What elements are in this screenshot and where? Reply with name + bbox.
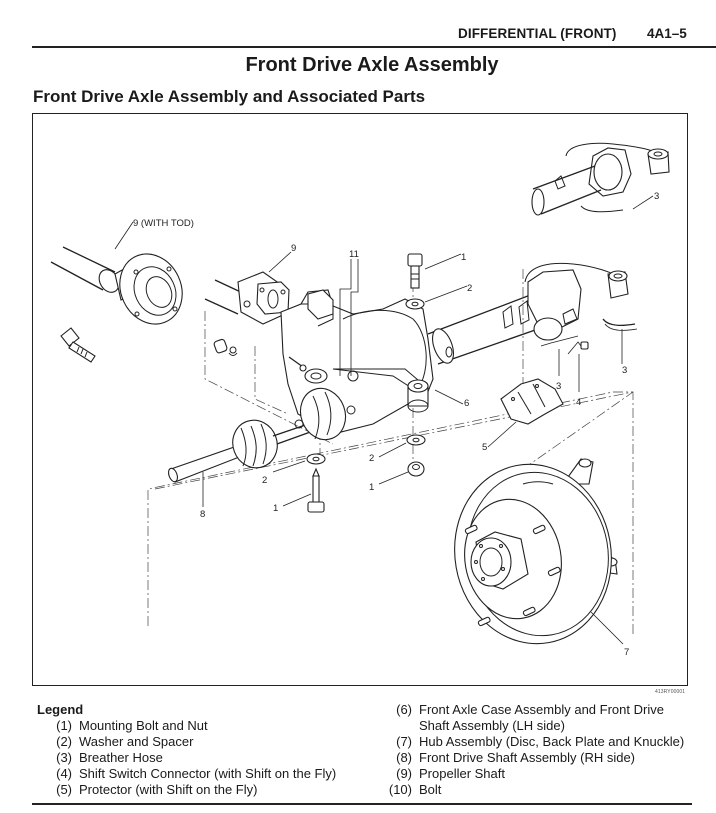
- legend-column-right: (6) Front Axle Case Assembly and Front D…: [380, 702, 684, 798]
- hub-assembly: [454, 458, 618, 645]
- upper-knuckle-inset: [531, 142, 670, 216]
- figure-code: 413RY00001: [655, 689, 686, 695]
- legend-item: (2) Washer and Spacer: [36, 734, 336, 750]
- bushing-and-clip: [213, 338, 238, 356]
- legend-item-text: Front Axle Case Assembly and Front Drive…: [419, 702, 664, 733]
- legend-column-left: (1) Mounting Bolt and Nut (2) Washer and…: [36, 718, 336, 798]
- callout-1-top: 1: [461, 252, 466, 263]
- callout-7: 7: [624, 647, 629, 658]
- legend-item-text: Shift Switch Connector (with Shift on th…: [79, 766, 337, 781]
- callout-8: 8: [200, 509, 205, 520]
- axle-tube-lh: [427, 293, 539, 365]
- carrier-mount-bushings: [304, 368, 429, 413]
- section-title: DIFFERENTIAL (FRONT): [458, 26, 617, 41]
- legend-item: (1) Mounting Bolt and Nut: [36, 718, 336, 734]
- legend-item-number: (5): [56, 782, 72, 797]
- legend-item: (8) Front Drive Shaft Assembly (RH side): [380, 750, 684, 766]
- callout-9-with-tod: 9 (WITH TOD): [133, 218, 194, 229]
- legend-item: (5) Protector (with Shift on the Fly): [36, 782, 336, 798]
- callout-4: 4: [576, 397, 581, 408]
- legend-item-number: (6): [396, 702, 412, 717]
- callout-1-right: 1: [369, 482, 374, 493]
- legend-item: (10) Bolt: [380, 782, 684, 798]
- legend-item-number: (10): [388, 782, 412, 797]
- page-header: DIFFERENTIAL (FRONT) 4A1–5: [0, 0, 716, 50]
- legend-item-number: (1): [56, 718, 72, 733]
- legend-item-text: Breather Hose: [79, 750, 163, 765]
- callout-2-left: 2: [262, 475, 267, 486]
- callout-2-top: 2: [467, 283, 472, 294]
- legend-item-text: Protector (with Shift on the Fly): [79, 782, 258, 797]
- legend-item-number: (3): [56, 750, 72, 765]
- rh-drive-shaft: [167, 387, 347, 483]
- legend-item-number: (2): [56, 734, 72, 749]
- callout-3-upper: 3: [654, 191, 659, 202]
- propeller-shaft-flange: [204, 271, 290, 325]
- header-rule: [32, 46, 716, 48]
- legend-item-text: Mounting Bolt and Nut: [79, 718, 208, 733]
- figure-heading: Front Drive Axle Assembly and Associated…: [33, 87, 426, 106]
- legend-item-number: (4): [56, 766, 72, 781]
- callout-9: 9: [291, 243, 296, 254]
- legend-item: (4) Shift Switch Connector (with Shift o…: [36, 766, 336, 782]
- legend-item: (3) Breather Hose: [36, 750, 336, 766]
- diagram-artwork: 9 (WITH TOD) 9 11 1 2 3 3 3 4 5 6 7 8 2 …: [50, 142, 670, 658]
- callout-6: 6: [464, 398, 469, 409]
- legend-title: Legend: [37, 702, 84, 717]
- callout-5: 5: [482, 442, 487, 453]
- legend-item-text: Propeller Shaft: [419, 766, 505, 781]
- assembly-guide-lines: [147, 264, 634, 634]
- legend-item: (7) Hub Assembly (Disc, Back Plate and K…: [380, 734, 684, 750]
- legend-item-text: Bolt: [419, 782, 442, 797]
- legend-item-number: (9): [396, 766, 412, 781]
- legend-item: (9) Propeller Shaft: [380, 766, 684, 782]
- breather-hose-right: [602, 318, 638, 331]
- callout-labels: 9 (WITH TOD) 9 11 1 2 3 3 3 4 5 6 7 8 2 …: [133, 191, 659, 658]
- legend-item-number: (7): [396, 734, 412, 749]
- callout-3-right: 3: [622, 365, 627, 376]
- callout-11: 11: [349, 249, 359, 260]
- lh-knuckle-assembly: [524, 262, 629, 355]
- propeller-shaft-tod: [50, 246, 183, 325]
- page-title: Front Drive Axle Assembly: [245, 54, 499, 76]
- carrier-small-bolt: [288, 356, 307, 372]
- footer-rule: [32, 803, 692, 805]
- fasteners: [306, 253, 426, 513]
- exploded-diagram: 9 (WITH TOD) 9 11 1 2 3 3 3 4 5 6 7 8 2 …: [32, 113, 688, 686]
- legend-item: (6) Front Axle Case Assembly and Front D…: [380, 702, 684, 734]
- legend-item-number: (8): [396, 750, 412, 765]
- page-number: 4A1–5: [647, 26, 687, 41]
- legend-item-text: Washer and Spacer: [79, 734, 194, 749]
- legend-item-text: Front Drive Shaft Assembly (RH side): [419, 750, 636, 765]
- legend-item-text: Hub Assembly (Disc, Back Plate and Knuck…: [419, 734, 685, 749]
- callout-2-right: 2: [369, 453, 374, 464]
- callout-3-middle: 3: [556, 381, 561, 392]
- callout-leaders: [114, 195, 654, 645]
- callout-1-left: 1: [273, 503, 278, 514]
- protector: [500, 378, 564, 425]
- bolt-10: [60, 327, 96, 363]
